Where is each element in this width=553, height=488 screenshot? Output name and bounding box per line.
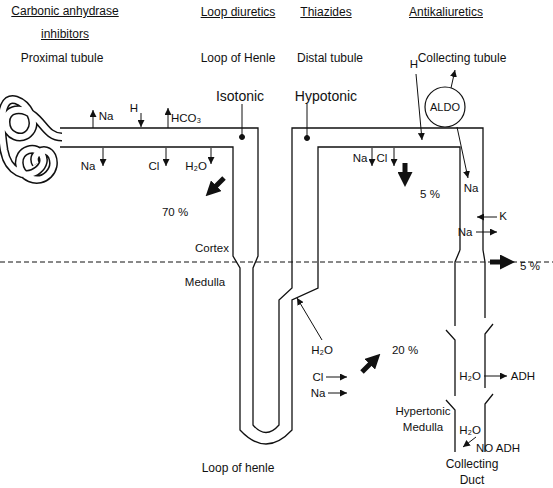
segment-label: Loop of Henle [201,51,276,65]
ion-label: Na [81,159,96,173]
reabsorption-arrow [490,260,506,265]
ion-label: Cl [377,151,388,165]
collecting-duct-wall [483,250,493,452]
segment-label: Collecting tubule [418,51,507,65]
percentage-label: 5 % [520,259,540,273]
transport-arrow [168,108,169,128]
percentage-label: 20 % [392,343,418,357]
percentage-label: 70 % [162,205,188,219]
ion-label: Na [458,225,473,239]
header-label: Loop diuretics [201,5,276,19]
segment-label: Distal tubule [297,51,363,65]
ion-label: H [410,57,418,71]
ion-label: Na [353,151,368,165]
ion-label: Cl [313,370,324,384]
circle-outline [425,87,465,127]
tonicity-label: Hypotonic [295,89,357,103]
transport-arrow [477,217,497,218]
cortex-medulla-line [0,262,553,263]
reabsorption-arrow [403,163,408,178]
transport-arrow [451,70,455,88]
leader-line [307,104,308,138]
header-label: Antikaliuretics [409,5,483,19]
ion-label: Na [464,181,479,195]
ion-label: K [499,209,507,223]
ion-label: H₂O [459,423,481,437]
leader-dot [305,136,310,141]
glomerulus-lumen [2,99,62,179]
glomerulus [2,99,62,179]
transport-arrow [328,393,347,394]
transport-arrow [211,148,212,164]
tubule-wall [60,147,460,444]
tubule-wall [60,128,483,433]
segment-label: Collecting Duct [437,456,507,488]
ion-label: Na [99,109,114,123]
header-label: Carbonic anhydrase inhibitors [0,0,130,46]
transport-arrow [103,148,104,166]
collecting-duct-wall [446,250,460,452]
region-label: Hypertonic Medulla [388,403,458,435]
transport-arrow [297,298,322,340]
tonicity-label: Isotonic [216,89,264,103]
leader-line [242,104,243,137]
hormone-label: NO ADH [476,441,520,455]
hormone-label: ADH [511,369,535,383]
reabsorption-arrow [362,360,374,372]
header-label: Thiazides [300,5,351,19]
reabsorption-arrow [212,178,224,190]
region-label: Medulla [185,275,225,289]
ion-label: Cl [149,159,160,173]
leader-dot [240,135,245,140]
node-text: ALDO [424,86,466,128]
transport-arrow [166,148,167,166]
transport-arrow [484,376,507,377]
ion-label: Na [311,386,326,400]
ion-label: H₂O [185,159,207,173]
transport-arrow [141,113,142,127]
percentage-label: 5 % [420,187,440,201]
region-label: Cortex [195,241,229,255]
ion-label: H₂O [459,369,481,383]
transport-arrow [476,232,497,233]
transport-arrow [457,127,468,178]
transport-arrow [326,377,347,378]
transport-arrow [372,148,373,166]
hormone-circle: ALDO [424,86,466,128]
transport-arrow [463,437,476,447]
ion-label: H [130,101,138,115]
ion-label: HCO₃ [171,111,201,125]
segment-label: Loop of henle [202,461,275,475]
transport-arrow [416,74,422,140]
ion-label: H₂O [311,343,333,357]
segment-label: Proximal tubule [21,51,104,65]
transport-arrow [394,148,395,166]
transport-arrow [93,110,94,128]
